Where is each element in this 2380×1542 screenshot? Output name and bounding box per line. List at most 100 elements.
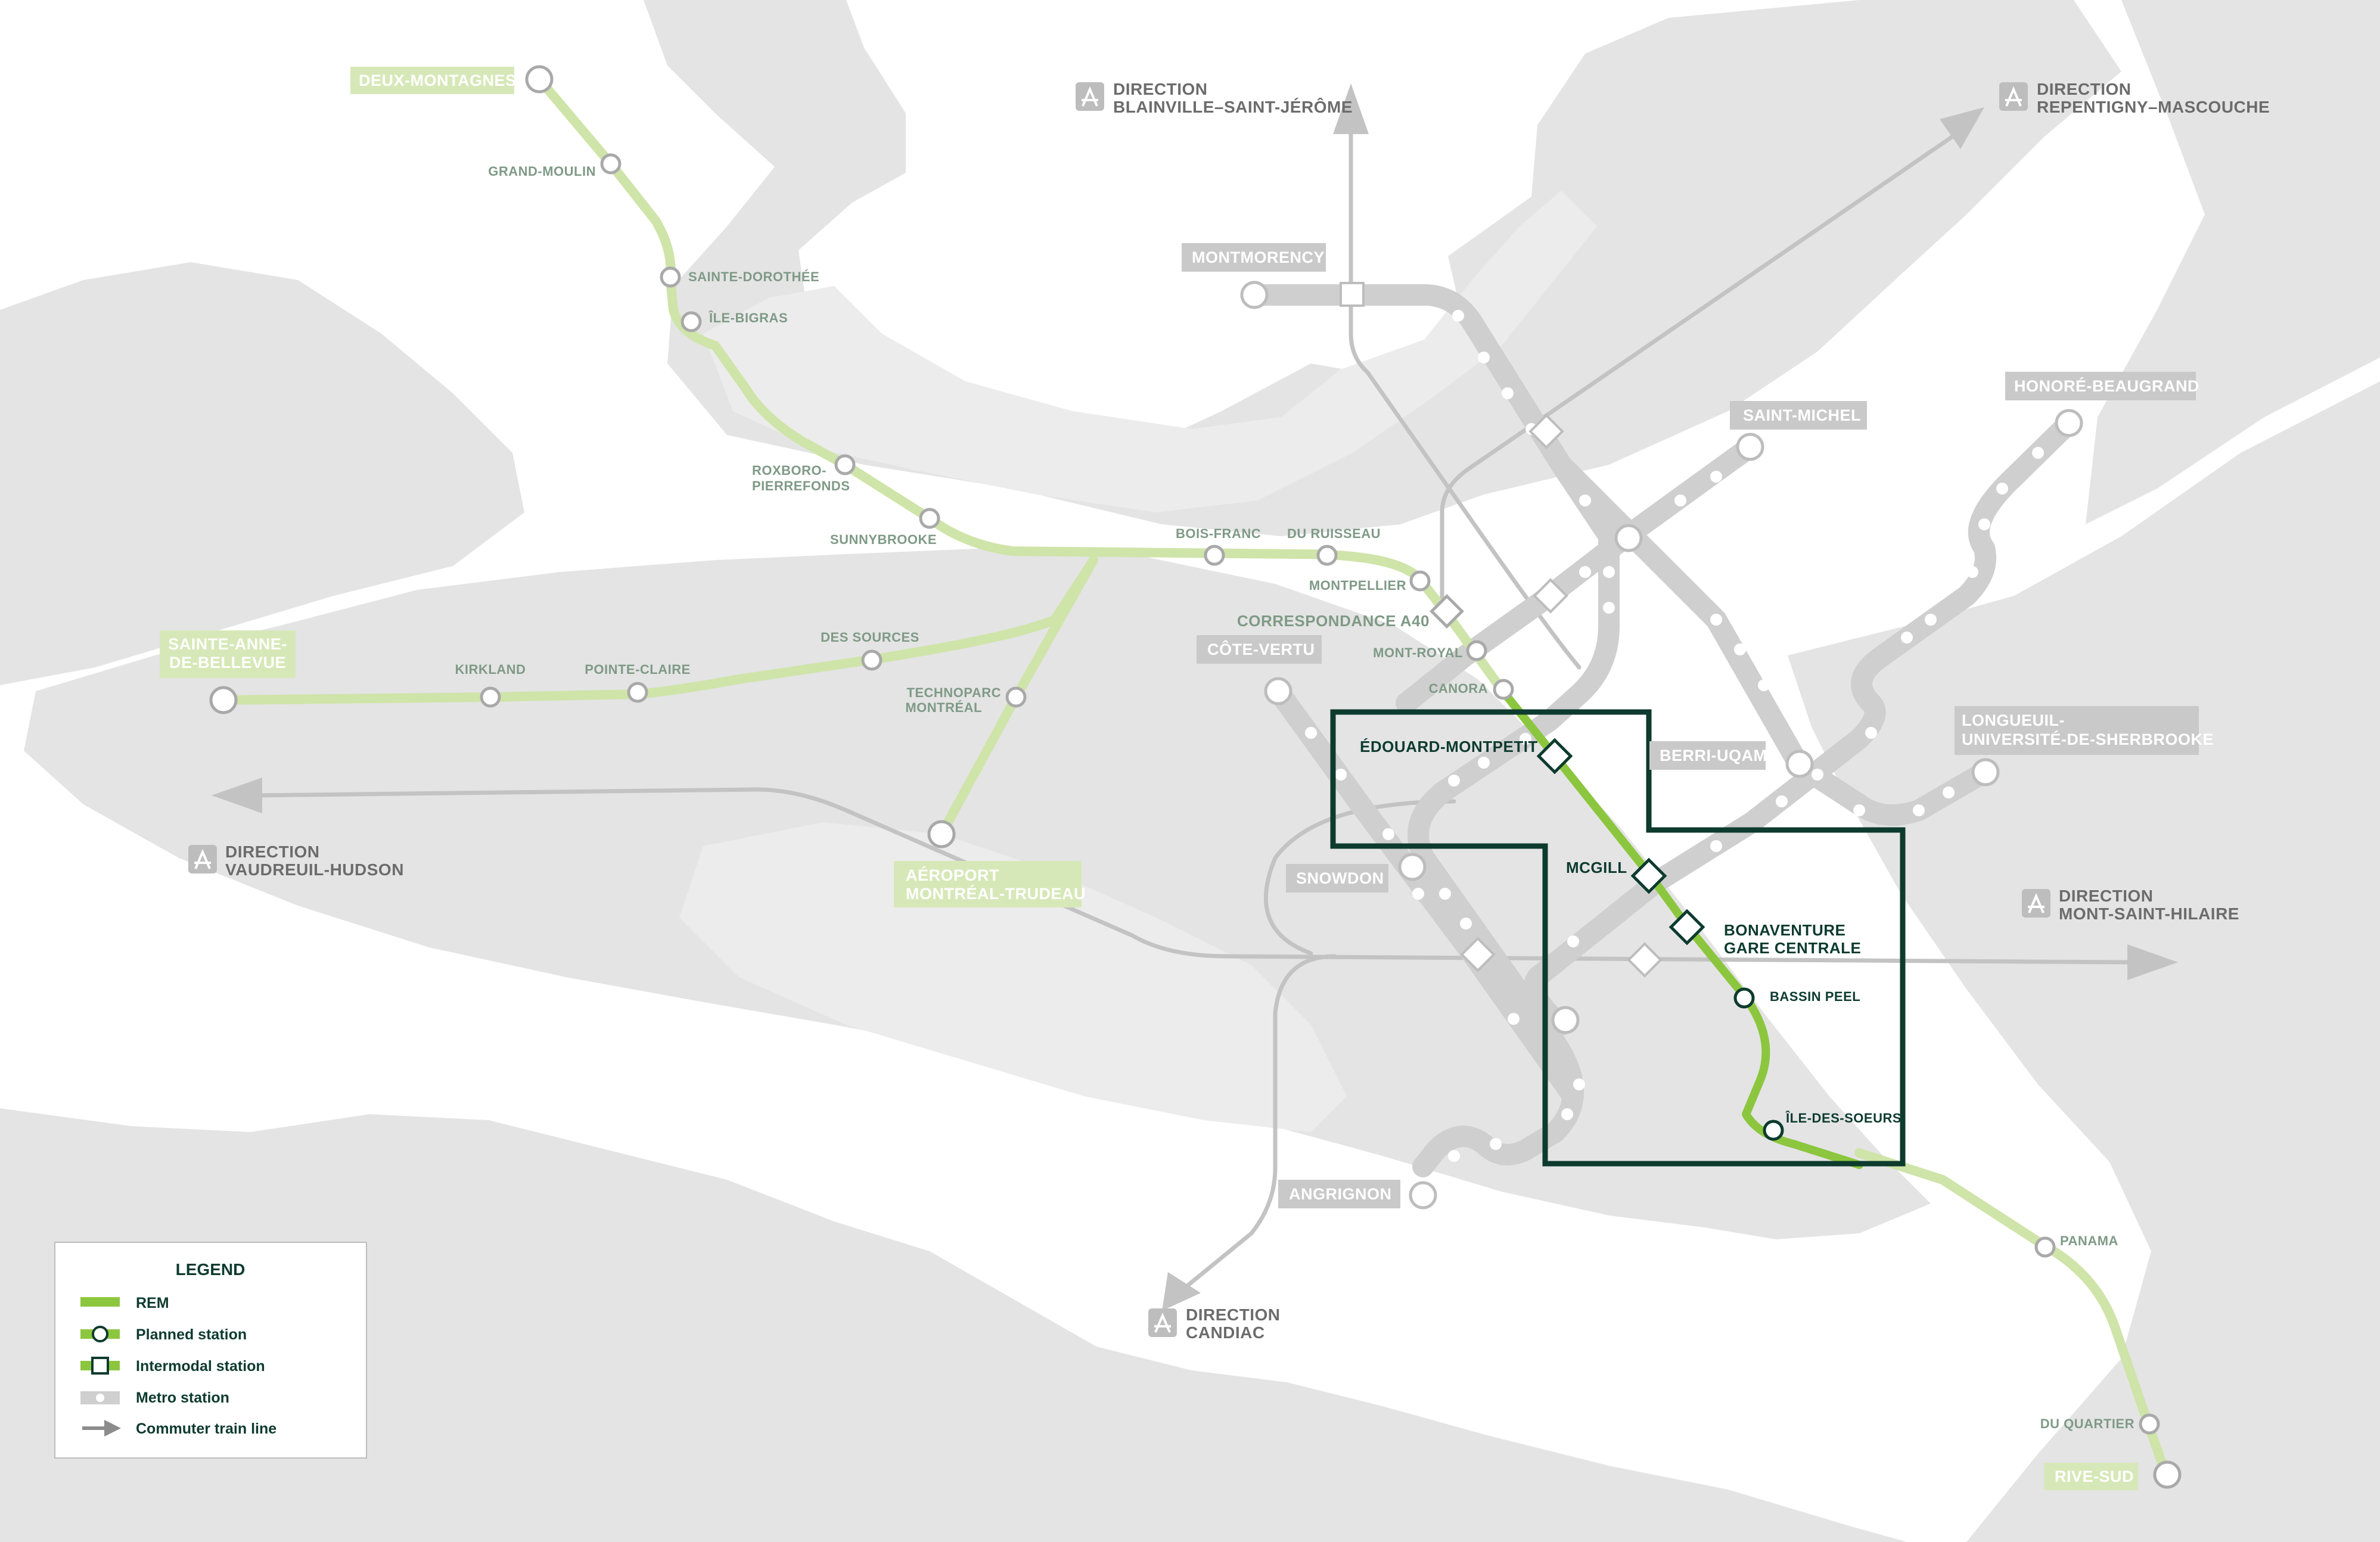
roxboro-label-1: ROXBORO- (752, 463, 827, 478)
metro-station-dots (1305, 310, 2044, 1162)
direction-candiac: DIRECTION CANDIAC (1148, 1305, 1281, 1342)
direction-candiac-line-2: CANDIAC (1186, 1323, 1265, 1342)
commuter-arrow-mascouche (1940, 107, 1984, 149)
intermodal-square (1533, 578, 1568, 614)
correspondance-a40-station (1430, 594, 1464, 629)
metro-station (1382, 828, 1394, 840)
laval-island (703, 191, 1597, 512)
longueuil-label-2: UNIVERSITÉ-DE-SHERBROOKE (1962, 730, 2214, 748)
southeast-land (679, 822, 1347, 1132)
grand-moulin-label: GRAND-MOULIN (488, 164, 596, 179)
commuter-line-candiac (1183, 954, 1337, 1289)
honore-beaugrand-station (2055, 409, 2083, 437)
sainte-dorothee-station (660, 266, 681, 288)
saint-michel-label: SAINT-MICHEL (1743, 406, 1861, 424)
sainte-anne-station (209, 686, 238, 714)
legend-planned-icon (92, 1326, 108, 1342)
direction-repentigny: DIRECTION REPENTIGNY–MASCOUCHE (1999, 80, 2270, 116)
sainte-anne-label-1: SAINTE-ANNE- (168, 635, 287, 653)
ile-bigras-station (681, 311, 702, 332)
commuter-arrow-candiac (1162, 1272, 1201, 1311)
roxboro-label-2: PIERREFONDS (752, 478, 850, 493)
metro-station (1865, 727, 1877, 739)
legend-metro-label: Metro station (136, 1389, 229, 1406)
intermodal-square (1528, 414, 1564, 449)
grand-moulin-station (600, 153, 622, 175)
metro-station (1478, 757, 1490, 769)
metro-station (1439, 888, 1451, 900)
des-sources-label: DES SOURCES (821, 630, 919, 645)
metro-green-line (1524, 412, 2080, 1036)
metro-station (1901, 632, 1913, 643)
legend-intermodal-label: Intermodal station (136, 1358, 265, 1375)
metro-station (1567, 935, 1579, 947)
montmorency-tag (1182, 243, 1326, 272)
train-icon-shape (2028, 893, 2045, 913)
saint-michel-tag (1730, 401, 1867, 430)
snowdon-tag (1286, 864, 1388, 893)
correspondance-label: CORRESPONDANCE A40 (1237, 612, 1430, 630)
du-ruisseau-label: DU RUISSEAU (1287, 526, 1381, 541)
downtown-focus-outline (1330, 709, 1906, 1167)
sunnybrooke-station (919, 508, 940, 529)
berri-uqam-station (1785, 750, 1814, 778)
metro-station (1452, 310, 1464, 322)
metro-terminal-rings (1240, 281, 2083, 1210)
metro-station (1734, 643, 1746, 655)
north-shore-land (644, 0, 2121, 536)
technoparc-label-1: TECHNOPARC (906, 685, 1001, 700)
snowdon-label: SNOWDON (1296, 869, 1384, 887)
metro-station (1758, 679, 1770, 691)
metro-station (1996, 483, 2008, 495)
des-sources-station (861, 649, 883, 671)
metro-terminus-tags: MONTMORENCY SAINT-MICHEL HONORÉ-BEAUGRAN… (1182, 243, 2214, 1208)
longueuil-tag (1955, 706, 2199, 755)
metro-station (1460, 918, 1472, 929)
pointe-claire-station (627, 682, 648, 703)
pointe-claire-label: POINTE-CLAIRE (585, 662, 691, 677)
intermodal-squares (1340, 282, 1663, 978)
rem-stations-dark (1733, 987, 1784, 1141)
angrignon-station (1409, 1181, 1437, 1210)
kirkland-label: KIRKLAND (455, 662, 526, 677)
west-shore-land (0, 262, 524, 685)
longueuil-label-1: LONGUEUIL- (1962, 711, 2065, 729)
bassin-peel-label: BASSIN PEEL (1770, 989, 1860, 1004)
canora-station (1493, 679, 1514, 700)
legend-commuter-arrow-icon (104, 1420, 121, 1437)
jean-talon-station (1614, 524, 1643, 552)
direction-candiac-line-1: DIRECTION (1186, 1305, 1281, 1324)
technoparc-label-2: MONTRÉAL (905, 700, 982, 715)
kirkland-station (480, 686, 501, 708)
rive-sud-station (2153, 1460, 2182, 1489)
mont-royal-label: MONT-ROYAL (1373, 645, 1463, 660)
rem-downtown-labels: ÉDOUARD-MONTPETIT MCGILL BONAVENTURE GAR… (1360, 738, 1901, 1126)
metro-station (1812, 769, 1823, 781)
bassin-peel-station (1733, 987, 1755, 1009)
direction-vaudreuil-line-2: VAUDREUIL-HUDSON (225, 860, 404, 879)
edouard-montpetit-station (1536, 738, 1573, 775)
direction-vaudreuil: DIRECTION VAUDREUIL-HUDSON (188, 842, 404, 879)
commuter-line-mascouche (1440, 129, 1963, 610)
train-icon-shape (1154, 1312, 1171, 1333)
metro-orange-west (1267, 680, 1584, 1107)
bonaventure-label-2: GARE CENTRALE (1724, 939, 1861, 957)
metro-station (1603, 602, 1615, 614)
direction-saint-hilaire-line-1: DIRECTION (2059, 887, 2154, 905)
commuter-line-saint-jerome (1349, 129, 1582, 670)
metro-station (1508, 1013, 1520, 1025)
longueuil-station (1971, 758, 2000, 786)
metro-station (1502, 387, 1514, 399)
sunnybrooke-label: SUNNYBROOKE (830, 532, 937, 547)
cote-vertu-tag (1197, 635, 1322, 664)
du-quartier-station (2139, 1413, 2160, 1435)
aeroport-label-2: MONTRÉAL-TRUDEAU (906, 884, 1086, 903)
bonaventure-label-1: BONAVENTURE (1724, 921, 1845, 939)
du-ruisseau-station (1316, 545, 1338, 566)
metro-station (1561, 1108, 1573, 1120)
direction-saint-hilaire-line-2: MONT-SAINT-HILAIRE (2059, 904, 2239, 923)
metro-station (1710, 471, 1722, 483)
metro-station (1710, 614, 1722, 626)
deux-montagnes-station (525, 65, 554, 94)
legend-intermodal-icon (91, 1357, 109, 1375)
